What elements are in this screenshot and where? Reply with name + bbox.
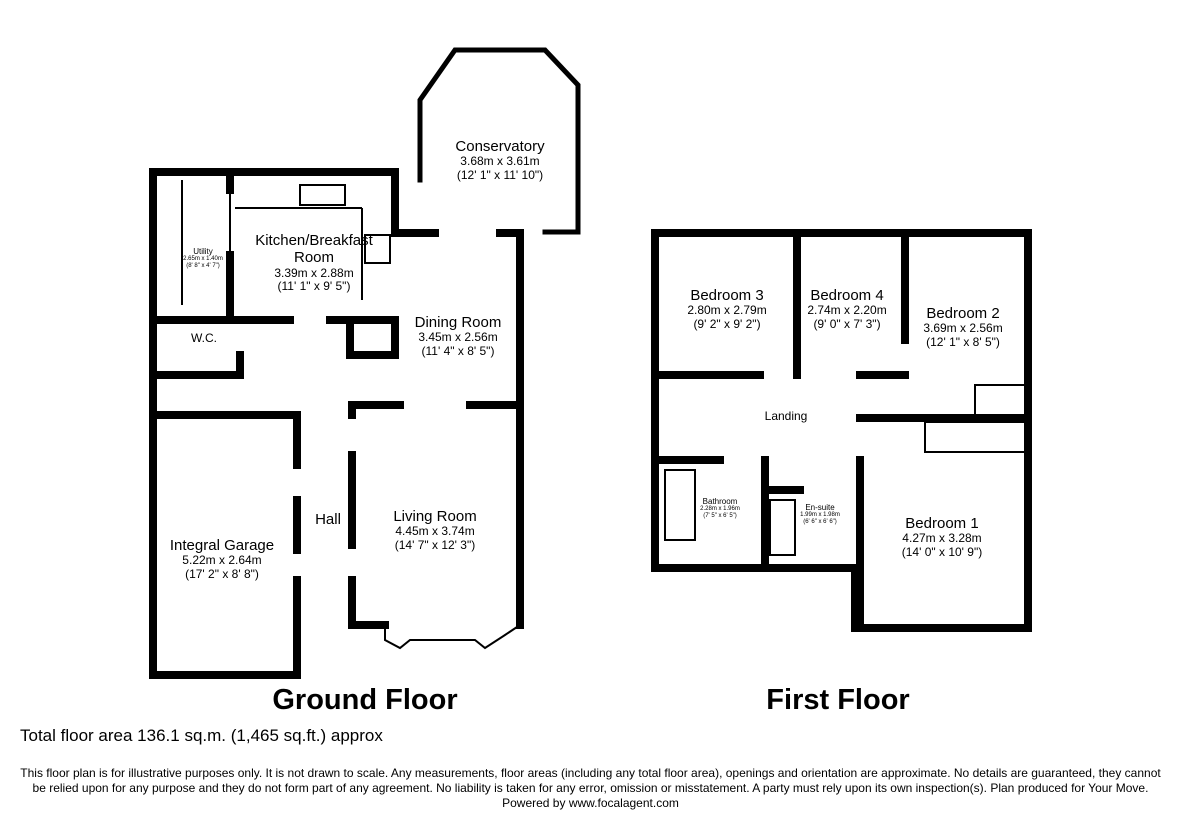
room-bathroom: Bathroom 2.28m x 1.96m (7' 5" x 6' 5") [700, 497, 740, 520]
room-en-suite: En-suite 1.99m x 1.98m (6' 6" x 6' 6") [800, 503, 840, 526]
room-conservatory: Conservatory 3.68m x 3.61m (12' 1" x 11'… [455, 138, 545, 183]
room-bedroom-2: Bedroom 2 3.69m x 2.56m (12' 1" x 8' 5") [923, 305, 1003, 350]
disclaimer: This floor plan is for illustrative purp… [20, 766, 1161, 810]
room-dining: Dining Room 3.45m x 2.56m (11' 4" x 8' 5… [414, 314, 502, 359]
total-floor-area: Total floor area 136.1 sq.m. (1,465 sq.f… [20, 726, 383, 745]
room-bedroom-1: Bedroom 1 4.27m x 3.28m (14' 0" x 10' 9"… [901, 515, 983, 560]
room-garage: Integral Garage 5.22m x 2.64m (17' 2" x … [169, 537, 275, 582]
room-hall: Hall [315, 511, 341, 528]
room-living: Living Room 4.45m x 3.74m (14' 7" x 12' … [393, 508, 477, 553]
room-bedroom-3: Bedroom 3 2.80m x 2.79m (9' 2" x 9' 2") [687, 287, 767, 332]
room-bedroom-4: Bedroom 4 2.74m x 2.20m (9' 0" x 7' 3") [807, 287, 887, 332]
room-utility: Utility 2.65m x 1.40m (8' 8" x 4' 7") [183, 247, 223, 270]
room-kitchen: Kitchen/Breakfast Room 3.39m x 2.88m (11… [255, 232, 373, 294]
room-landing: Landing [764, 409, 808, 423]
ground-floor-title: Ground Floor [272, 684, 458, 716]
room-wc: W.C. [191, 331, 217, 345]
first-floor-title: First Floor [766, 684, 910, 716]
